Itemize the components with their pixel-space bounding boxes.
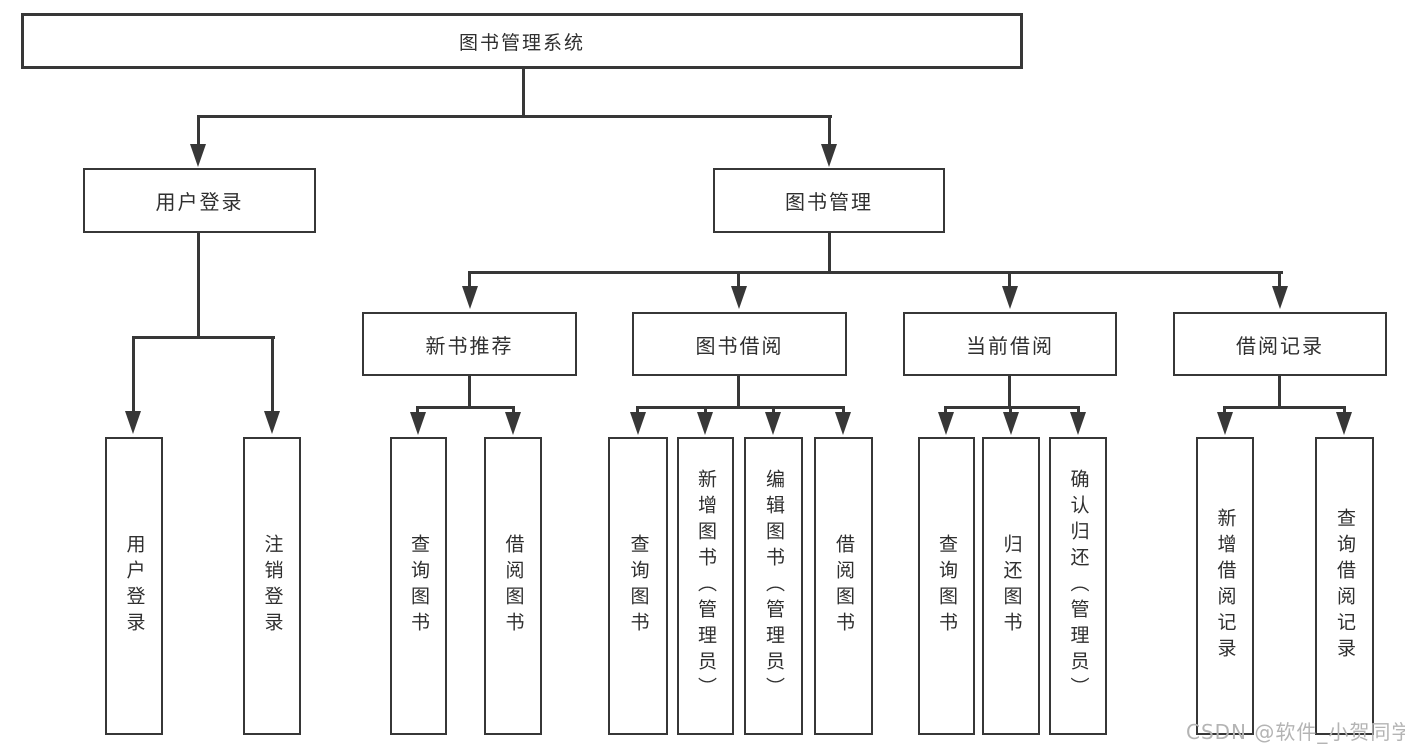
connector-line [636, 406, 845, 409]
node-current-borrowing: 当前借阅 [903, 312, 1117, 376]
leaf-user-login: 用户登录 [105, 437, 163, 735]
node-borrowing-records: 借阅记录 [1173, 312, 1387, 376]
arrowhead-down [765, 412, 781, 435]
leaf-return-books: 归还图书 [982, 437, 1040, 735]
connector-line [704, 406, 707, 415]
leaf-query-books-borrowing: 查询图书 [608, 437, 668, 735]
node-user-login-label: 用户登录 [155, 190, 244, 214]
leaf-query-books-current: 查询图书 [918, 437, 975, 735]
node-current-borrowing-label: 当前借阅 [966, 333, 1054, 358]
leaf-borrow-books-recommend: 借阅图书 [484, 437, 542, 735]
arrowhead-down [630, 412, 646, 435]
connector-line [468, 271, 1283, 274]
connector-line [1343, 406, 1346, 415]
connector-line [468, 271, 471, 288]
connector-line [1009, 406, 1012, 415]
connector-line [1077, 406, 1080, 415]
leaf-edit-book-admin-label: 编辑图书（管理员） [762, 469, 785, 703]
leaf-query-borrow-record-label: 查询借阅记录 [1333, 508, 1356, 664]
leaf-query-books-recommend-label: 查询图书 [407, 534, 430, 638]
leaf-add-borrow-record: 新增借阅记录 [1196, 437, 1254, 735]
connector-line [828, 115, 831, 146]
connector-line [132, 336, 135, 412]
arrowhead-down [938, 412, 954, 435]
leaf-borrow-books-recommend-label: 借阅图书 [502, 534, 525, 638]
arrowhead-down [1217, 412, 1233, 435]
arrowhead-down [410, 412, 426, 435]
leaf-borrow-books-borrowing-label: 借阅图书 [832, 534, 855, 638]
connector-line [416, 406, 515, 409]
node-new-book-recommendation-label: 新书推荐 [425, 333, 514, 358]
leaf-return-books-label: 归还图书 [1000, 534, 1023, 638]
connector-line [944, 406, 947, 415]
leaf-query-borrow-record: 查询借阅记录 [1315, 437, 1374, 735]
connector-line [512, 406, 515, 415]
leaf-logout-label: 注销登录 [261, 534, 284, 638]
arrowhead-down [462, 286, 478, 309]
arrowhead-down [835, 412, 851, 435]
connector-line [271, 336, 274, 412]
arrowhead-down [1272, 286, 1288, 309]
connector-line [737, 271, 740, 288]
arrowhead-down [1003, 412, 1019, 435]
arrowhead-down [1070, 412, 1086, 435]
arrowhead-down [821, 144, 837, 167]
arrowhead-down [505, 412, 521, 435]
connector-line [737, 376, 740, 409]
leaf-logout: 注销登录 [243, 437, 301, 735]
connector-line [772, 406, 775, 415]
leaf-add-book-admin-label: 新增图书（管理员） [694, 469, 717, 703]
connector-line [132, 336, 275, 339]
connector-line [197, 115, 200, 146]
connector-line [1223, 406, 1346, 409]
node-user-login: 用户登录 [83, 168, 316, 233]
watermark: CSDN @软件_小贺同学 [1186, 720, 1405, 744]
connector-line [1278, 376, 1281, 409]
arrowhead-down [697, 412, 713, 435]
node-root: 图书管理系统 [21, 13, 1023, 69]
leaf-add-borrow-record-label: 新增借阅记录 [1214, 508, 1237, 664]
leaf-edit-book-admin: 编辑图书（管理员） [744, 437, 803, 735]
connector-line [197, 115, 832, 118]
connector-line [522, 69, 525, 118]
leaf-add-book-admin: 新增图书（管理员） [677, 437, 734, 735]
connector-line [828, 233, 831, 274]
leaf-query-books-borrowing-label: 查询图书 [627, 534, 650, 638]
connector-line [636, 406, 639, 415]
connector-line [1223, 406, 1226, 415]
leaf-query-books-current-label: 查询图书 [935, 534, 958, 638]
arrowhead-down [1002, 286, 1018, 309]
arrowhead-down [125, 411, 141, 434]
connector-line [1008, 376, 1011, 409]
arrowhead-down [264, 411, 280, 434]
node-new-book-recommendation: 新书推荐 [362, 312, 577, 376]
connector-line [468, 376, 471, 409]
node-book-management-label: 图书管理 [785, 190, 873, 214]
leaf-confirm-return-admin: 确认归还（管理员） [1049, 437, 1107, 735]
connector-line [842, 406, 845, 415]
node-borrowing-records-label: 借阅记录 [1236, 333, 1324, 358]
node-book-borrowing-label: 图书借阅 [695, 333, 784, 358]
connector-line [197, 233, 200, 339]
leaf-borrow-books-borrowing: 借阅图书 [814, 437, 873, 735]
leaf-query-books-recommend: 查询图书 [390, 437, 447, 735]
connector-line [944, 406, 1080, 409]
leaf-confirm-return-admin-label: 确认归还（管理员） [1067, 469, 1090, 703]
arrowhead-down [731, 286, 747, 309]
node-root-label: 图书管理系统 [458, 31, 585, 54]
connector-line [1278, 271, 1281, 288]
node-book-management: 图书管理 [713, 168, 945, 233]
leaf-user-login-label: 用户登录 [123, 534, 146, 638]
arrowhead-down [1336, 412, 1352, 435]
node-book-borrowing: 图书借阅 [632, 312, 847, 376]
connector-line [1008, 271, 1011, 288]
connector-line [416, 406, 419, 415]
arrowhead-down [190, 144, 206, 167]
